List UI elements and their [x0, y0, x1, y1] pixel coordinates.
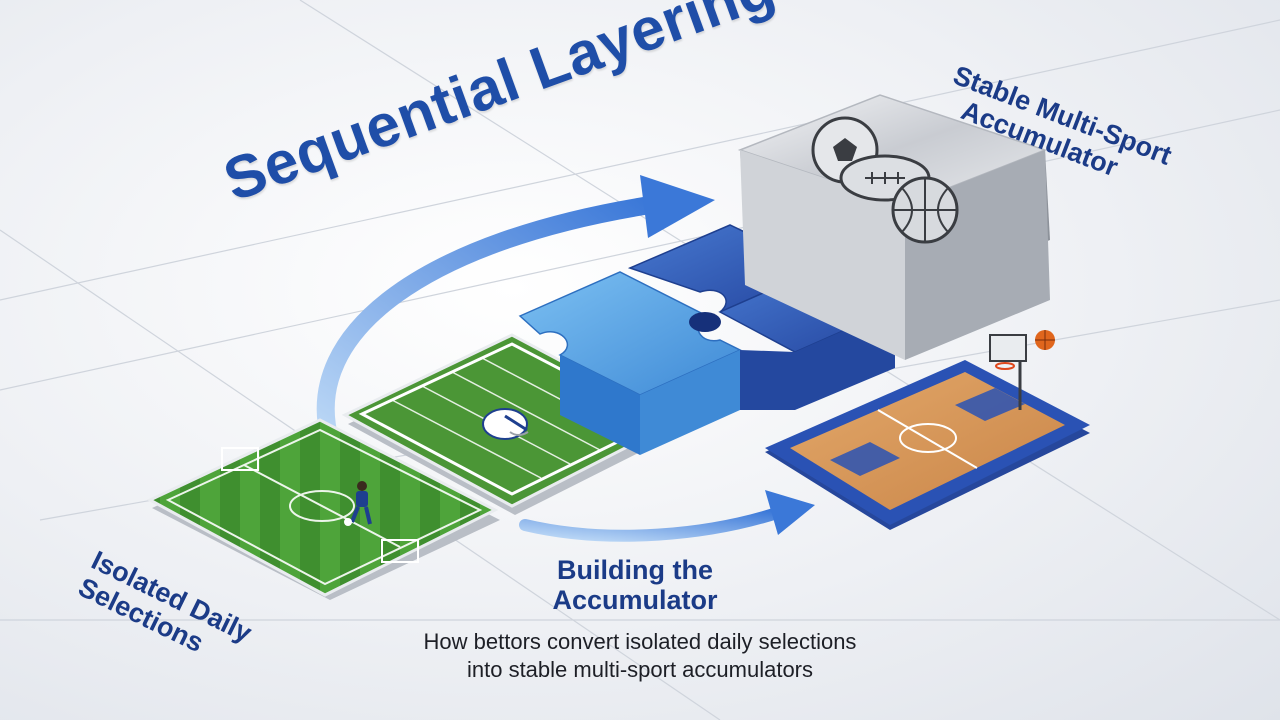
- basketball-court: [765, 330, 1090, 530]
- football-helmet-icon: [482, 408, 529, 440]
- soccer-player-icon: [344, 481, 372, 526]
- soccer-goal-icon: [221, 447, 419, 563]
- description-text: How bettors convert isolated daily selec…: [370, 628, 910, 684]
- description-line-1: How bettors convert isolated daily selec…: [423, 629, 857, 654]
- basketball-ball-icon: [1035, 330, 1055, 350]
- building-heading: Building the Accumulator: [520, 555, 750, 615]
- arrow-sequential: [316, 175, 715, 449]
- basketball-icon: [891, 176, 959, 244]
- building-heading-line-2: Accumulator: [552, 585, 718, 615]
- building-heading-line-1: Building the: [557, 555, 713, 585]
- metal-block: [737, 94, 1050, 360]
- football-field: [341, 333, 680, 515]
- description-line-2: into stable multi-sport accumulators: [466, 657, 814, 682]
- soccer-field: [146, 418, 500, 600]
- arrow-building: [519, 490, 815, 542]
- basketball-hoop-icon: [989, 334, 1027, 410]
